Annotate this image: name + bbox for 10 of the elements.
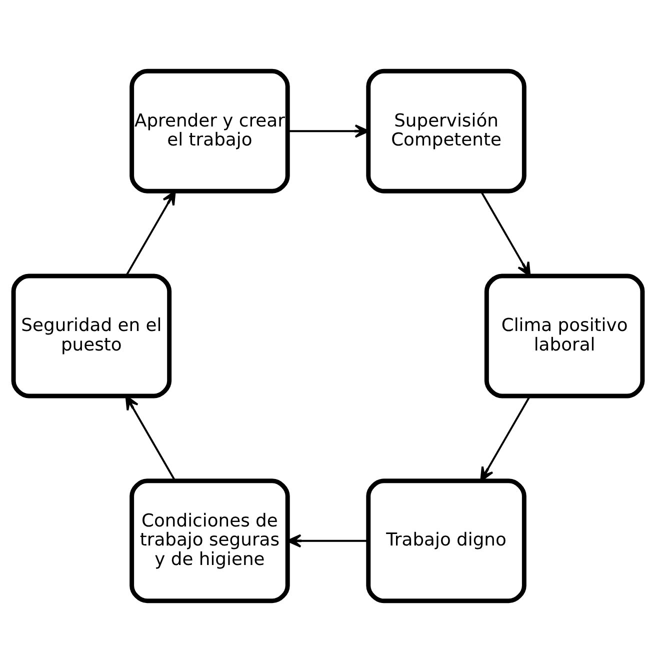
- arrow: [286, 534, 368, 548]
- node-box: Condiciones de trabajo seguras y de higiene: [130, 478, 290, 603]
- node-box: Clima positivo laboral: [484, 273, 645, 398]
- arrow: [480, 190, 531, 276]
- node-box: Trabajo digno: [366, 478, 526, 603]
- arrow: [288, 124, 370, 138]
- node-box: Supervisión Competente: [366, 68, 526, 193]
- arrow: [480, 395, 531, 482]
- node-box: Seguridad en el puesto: [11, 273, 172, 398]
- node-box: Aprender y crear el trabajo: [130, 68, 290, 193]
